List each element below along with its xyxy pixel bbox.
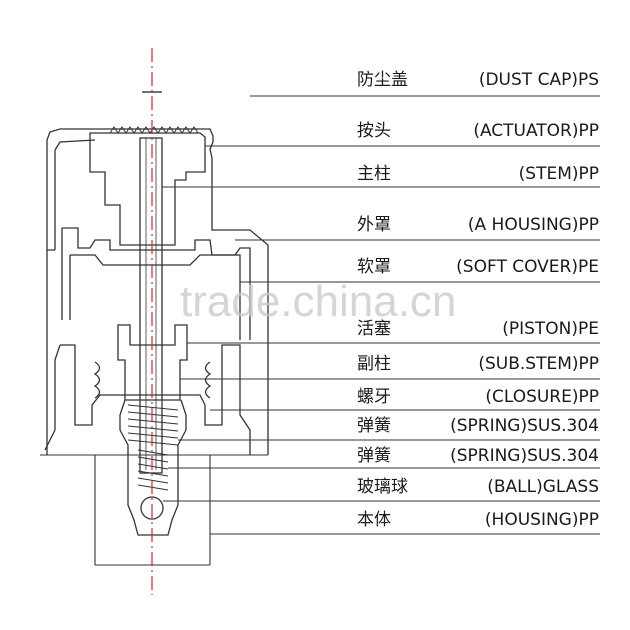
piston [117, 324, 188, 401]
part-name-cn: 主柱 [357, 164, 391, 184]
part-name-en: (HOUSING)PP [485, 510, 599, 530]
spring-upper [127, 404, 179, 446]
part-name-en: (SUB.STEM)PP [478, 354, 599, 374]
housing-outline [40, 454, 268, 566]
soft-cover [69, 254, 241, 340]
part-name-cn: 防尘盖 [357, 70, 408, 90]
glass-ball [140, 496, 164, 520]
pump-cross-section-drawing [40, 126, 269, 566]
part-name-cn: 软罩 [357, 257, 391, 277]
part-name-en: (SPRING)SUS.304 [450, 446, 599, 466]
outer-housing [61, 227, 251, 340]
actuator-head [89, 132, 206, 246]
part-name-cn: 弹簧 [357, 446, 391, 466]
part-name-cn: 外罩 [357, 215, 391, 235]
part-name-en: (PISTON)PE [502, 319, 599, 339]
closure-thread [93, 361, 212, 399]
part-name-cn: 玻璃球 [357, 477, 408, 497]
mid-housing [60, 344, 251, 455]
part-labels: 防尘盖 (DUST CAP)PS 按头 (ACTUATOR)PP 主柱 (STEM)PP 外… [162, 70, 600, 535]
part-name-en: (DUST CAP)PS [479, 70, 599, 90]
spring-chamber [119, 399, 187, 536]
actuator-serration [109, 126, 199, 134]
part-name-cn: 活塞 [357, 319, 391, 339]
part-name-cn: 弹簧 [357, 416, 391, 436]
part-name-cn: 螺牙 [357, 387, 391, 407]
part-name-en: (A HOUSING)PP [468, 215, 599, 235]
part-name-en: (BALL)GLASS [487, 477, 599, 497]
part-name-en: (ACTUATOR)PP [473, 121, 599, 141]
spring-lower [137, 449, 169, 491]
stem-tube [139, 137, 163, 474]
part-name-cn: 副柱 [357, 354, 391, 374]
part-name-en: (CLOSURE)PP [485, 387, 599, 407]
part-name-cn: 按头 [357, 121, 391, 141]
part-name-en: (SOFT COVER)PE [456, 257, 599, 277]
dust-cap-inner [47, 139, 96, 251]
part-name-cn: 本体 [357, 510, 391, 530]
watermark-text: trade.china.cn [180, 277, 456, 326]
part-name-en: (STEM)PP [519, 164, 599, 184]
part-name-en: (SPRING)SUS.304 [450, 416, 599, 436]
mid-housing-left [44, 344, 61, 451]
